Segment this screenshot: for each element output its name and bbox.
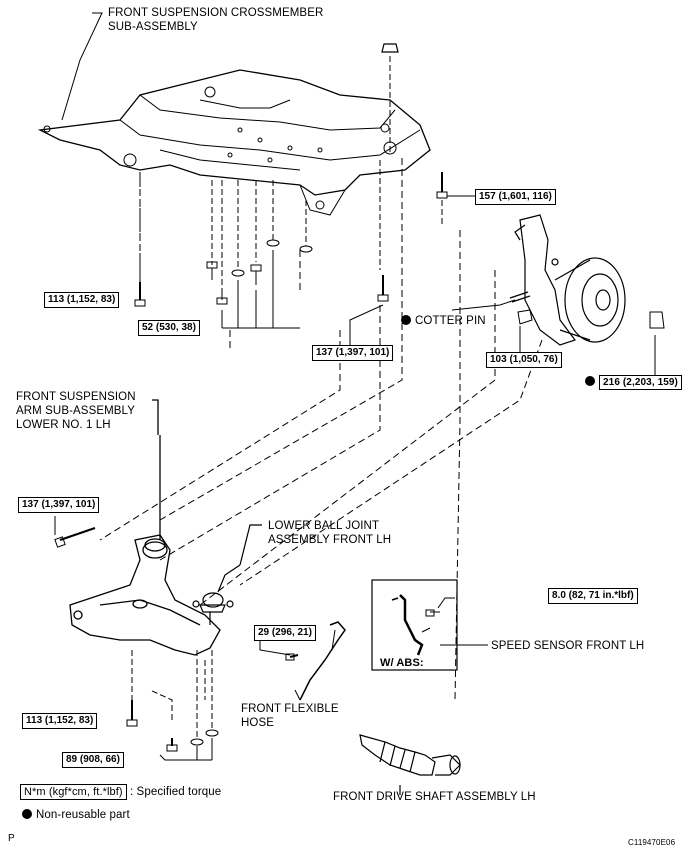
non-reusable-dot-icon: [585, 376, 595, 386]
torque-113-lower-box: 113 (1,152, 83): [22, 713, 98, 729]
legend-torque-desc: : Specified torque: [129, 786, 222, 798]
torque-89-box: 89 (908, 66): [62, 752, 124, 768]
torque-52-box: 52 (530, 38): [138, 320, 200, 336]
abs-label: W/ ABS:: [380, 657, 424, 669]
crossmember-label-line2: SUB-ASSEMBLY: [108, 21, 198, 33]
abs-inset-frame: [371, 579, 458, 671]
assembly-alignment-lines: [99, 158, 543, 701]
torque-137-lower-box: 137 (1,397, 101): [18, 497, 100, 513]
non-reusable-dot-icon: [22, 809, 32, 819]
legend-torque-box: N*m (kgf*cm, ft.*lbf): [20, 784, 127, 800]
torque-137-upper-box: 137 (1,397, 101): [312, 345, 394, 361]
drive-shaft-drawing: [359, 734, 461, 795]
torque-29-box: 29 (296, 21): [254, 625, 316, 641]
legend-nonreusable: Non-reusable part: [22, 808, 130, 822]
legend-torque: N*m (kgf*cm, ft.*lbf) : Specified torque: [20, 784, 222, 800]
ball-joint-label: LOWER BALL JOINT ASSEMBLY FRONT LH: [268, 520, 392, 546]
crossmember-label: FRONT SUSPENSION CROSSMEMBER SUB-ASSEMBL…: [108, 6, 323, 34]
footer-left: P: [8, 833, 15, 844]
torque-216-box: 216 (2,203, 159): [599, 375, 682, 390]
flexible-hose-label: FRONT FLEXIBLE HOSE: [241, 703, 339, 729]
crossmember-fasteners: [206, 180, 313, 329]
torque-103-box: 103 (1,050, 76): [486, 352, 562, 368]
figure-code: C119470E06: [628, 838, 676, 847]
lower-arm-drawing: [69, 399, 221, 656]
crossmember-drawing: [37, 69, 431, 216]
torque-157-box: 157 (1,601, 116): [475, 189, 556, 205]
torque-8-box: 8.0 (82, 71 in.*lbf): [548, 588, 638, 604]
cotter-pin-label: COTTER PIN: [401, 314, 486, 328]
drive-shaft-label: FRONT DRIVE SHAFT ASSEMBLY LH: [333, 791, 536, 803]
knuckle-drawing: [514, 214, 626, 346]
speed-sensor-label: SPEED SENSOR FRONT LH: [491, 640, 645, 652]
crossmember-label-line1: FRONT SUSPENSION CROSSMEMBER: [108, 7, 324, 19]
ball-joint-drawing: [192, 524, 262, 625]
non-reusable-dot-icon: [401, 315, 411, 325]
lower-arm-label: FRONT SUSPENSION ARM SUB-ASSEMBLY LOWER …: [16, 391, 136, 431]
torque-216-label: 216 (2,203, 159): [585, 375, 682, 390]
torque-113-upper-box: 113 (1,152, 83): [44, 292, 120, 308]
